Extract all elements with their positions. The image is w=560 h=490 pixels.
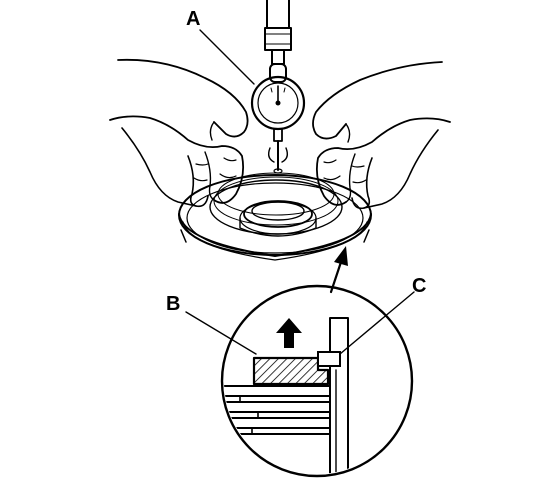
detail-leader-arrow <box>329 246 348 294</box>
clutch-drum <box>178 172 372 261</box>
drum-wall <box>329 317 349 474</box>
callout-leaders <box>185 29 415 355</box>
hand-right-icon <box>312 61 451 210</box>
hand-left-icon <box>109 58 249 208</box>
clutch-piston-icon <box>252 356 330 386</box>
callout-b: B <box>166 293 180 315</box>
callout-c: C <box>412 275 426 297</box>
callout-a: A <box>186 8 200 30</box>
lift-arrow-icon <box>276 318 302 348</box>
dial-indicator <box>250 0 306 174</box>
detail-view-circle <box>220 284 414 478</box>
snap-ring-icon <box>317 351 341 367</box>
